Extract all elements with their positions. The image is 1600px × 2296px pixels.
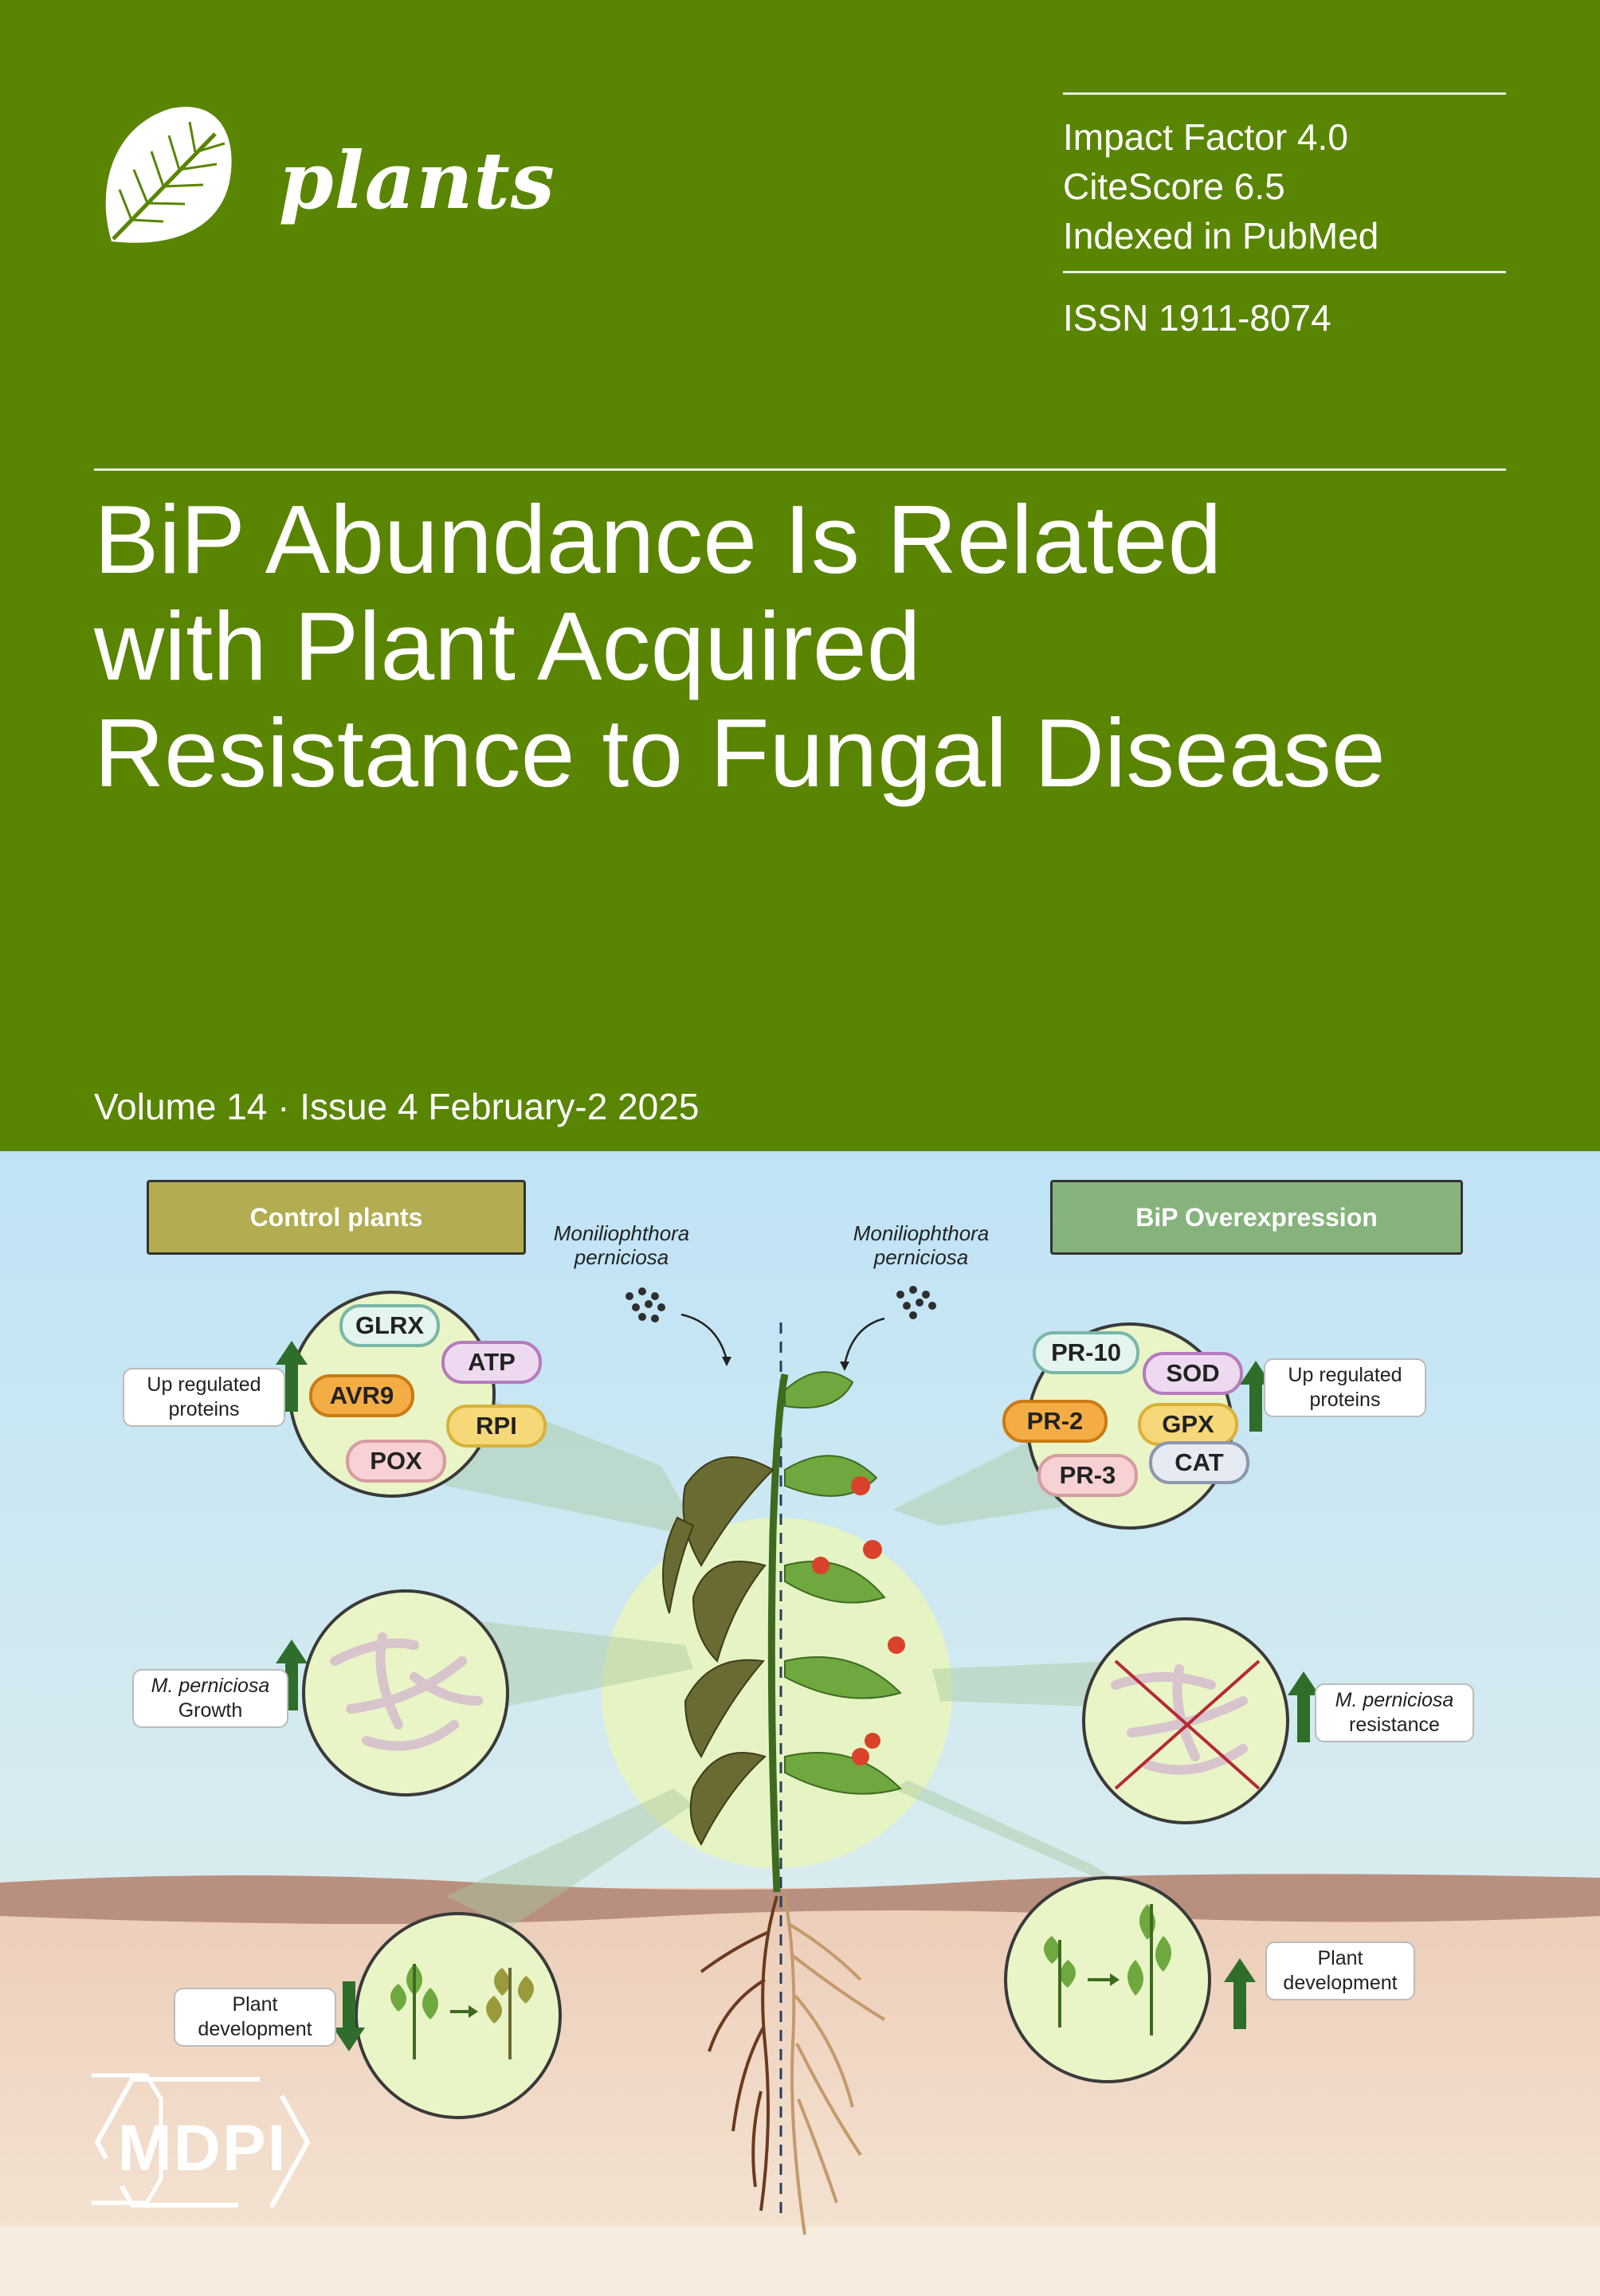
title-line: Resistance to Fungal Disease [94, 699, 1386, 807]
article-title: BiP Abundance Is Related with Plant Acqu… [94, 486, 1544, 806]
protein-atp: ATP [441, 1341, 542, 1384]
label-line: proteins [168, 1398, 240, 1420]
left-growth-label: M. perniciosa Growth [132, 1669, 288, 1728]
label-line: Plant [1317, 1947, 1363, 1969]
species-label-right: Moniliophthora perniciosa [810, 1221, 1033, 1269]
species-epithet: perniciosa [873, 1245, 969, 1269]
label-line: Growth [178, 1699, 243, 1722]
label-line: Plant [232, 1993, 278, 2016]
impact-factor: Impact Factor 4.0 [1063, 116, 1348, 158]
right-roots [783, 1895, 886, 2235]
mdpi-logo: MDPI [94, 2076, 311, 2208]
right-development-label: Plant development [1265, 1941, 1415, 2000]
bip-overexpression-header: BiP Overexpression [1050, 1180, 1463, 1255]
label-line: M. perniciosa [151, 1675, 270, 1697]
leaf-logo-icon [105, 107, 232, 243]
label-line: development [198, 2018, 312, 2040]
species-genus: Moniliophthora [853, 1221, 990, 1245]
right-resistance-label: M. perniciosa resistance [1315, 1683, 1474, 1742]
control-plants-header: Control plants [147, 1180, 526, 1255]
divider-title [94, 468, 1506, 471]
protein-pr3: PR-3 [1037, 1454, 1138, 1497]
protein-pox: POX [346, 1440, 446, 1483]
protein-gpx: GPX [1138, 1403, 1238, 1446]
journal-name: plants [279, 135, 555, 227]
protein-avr9: AVR9 [309, 1374, 414, 1417]
divider-top [1063, 92, 1506, 95]
indexed-in: Indexed in PubMed [1063, 215, 1379, 257]
cover-header: plants Impact Factor 4.0 CiteScore 6.5 I… [94, 92, 1544, 1127]
right-upregulated-label: Up regulated proteins [1264, 1358, 1426, 1417]
protein-rpi: RPI [446, 1405, 547, 1448]
citescore: CiteScore 6.5 [1063, 166, 1285, 207]
species-label-left: Moniliophthora perniciosa [510, 1221, 733, 1269]
left-development-circle [355, 1912, 562, 2119]
label-line: Up regulated [1288, 1364, 1402, 1386]
publisher-name: MDPI [117, 2112, 288, 2184]
label-line: resistance [1349, 1714, 1440, 1736]
protein-pr10: PR-10 [1033, 1331, 1139, 1374]
title-line: BiP Abundance Is Related [94, 485, 1222, 594]
mdpi-hexagon-icon [94, 2077, 311, 2208]
species-genus: Moniliophthora [553, 1221, 690, 1245]
graphical-abstract: Control plants BiP Overexpression Monili… [0, 1151, 1600, 2296]
protein-sod: SOD [1143, 1352, 1243, 1395]
label-line: M. perniciosa [1335, 1689, 1454, 1711]
left-upregulated-label: Up regulated proteins [123, 1368, 285, 1427]
issue-info: Volume 14 · Issue 4 February-2 2025 [94, 1086, 700, 1127]
species-epithet: perniciosa [574, 1245, 669, 1269]
title-line: with Plant Acquired [94, 592, 921, 700]
soil-band [0, 1874, 1600, 1925]
label-line: proteins [1309, 1389, 1381, 1411]
protein-pr2: PR-2 [1002, 1400, 1108, 1443]
protein-glrx: GLRX [339, 1304, 440, 1347]
label-line: development [1283, 1972, 1398, 1994]
label-line: Up regulated [147, 1373, 261, 1396]
divider-middle [1063, 271, 1506, 273]
issn: ISSN 1911-8074 [1063, 297, 1331, 339]
left-development-label: Plant development [174, 1988, 336, 2047]
protein-cat: CAT [1149, 1441, 1249, 1484]
left-roots [700, 1895, 778, 2212]
